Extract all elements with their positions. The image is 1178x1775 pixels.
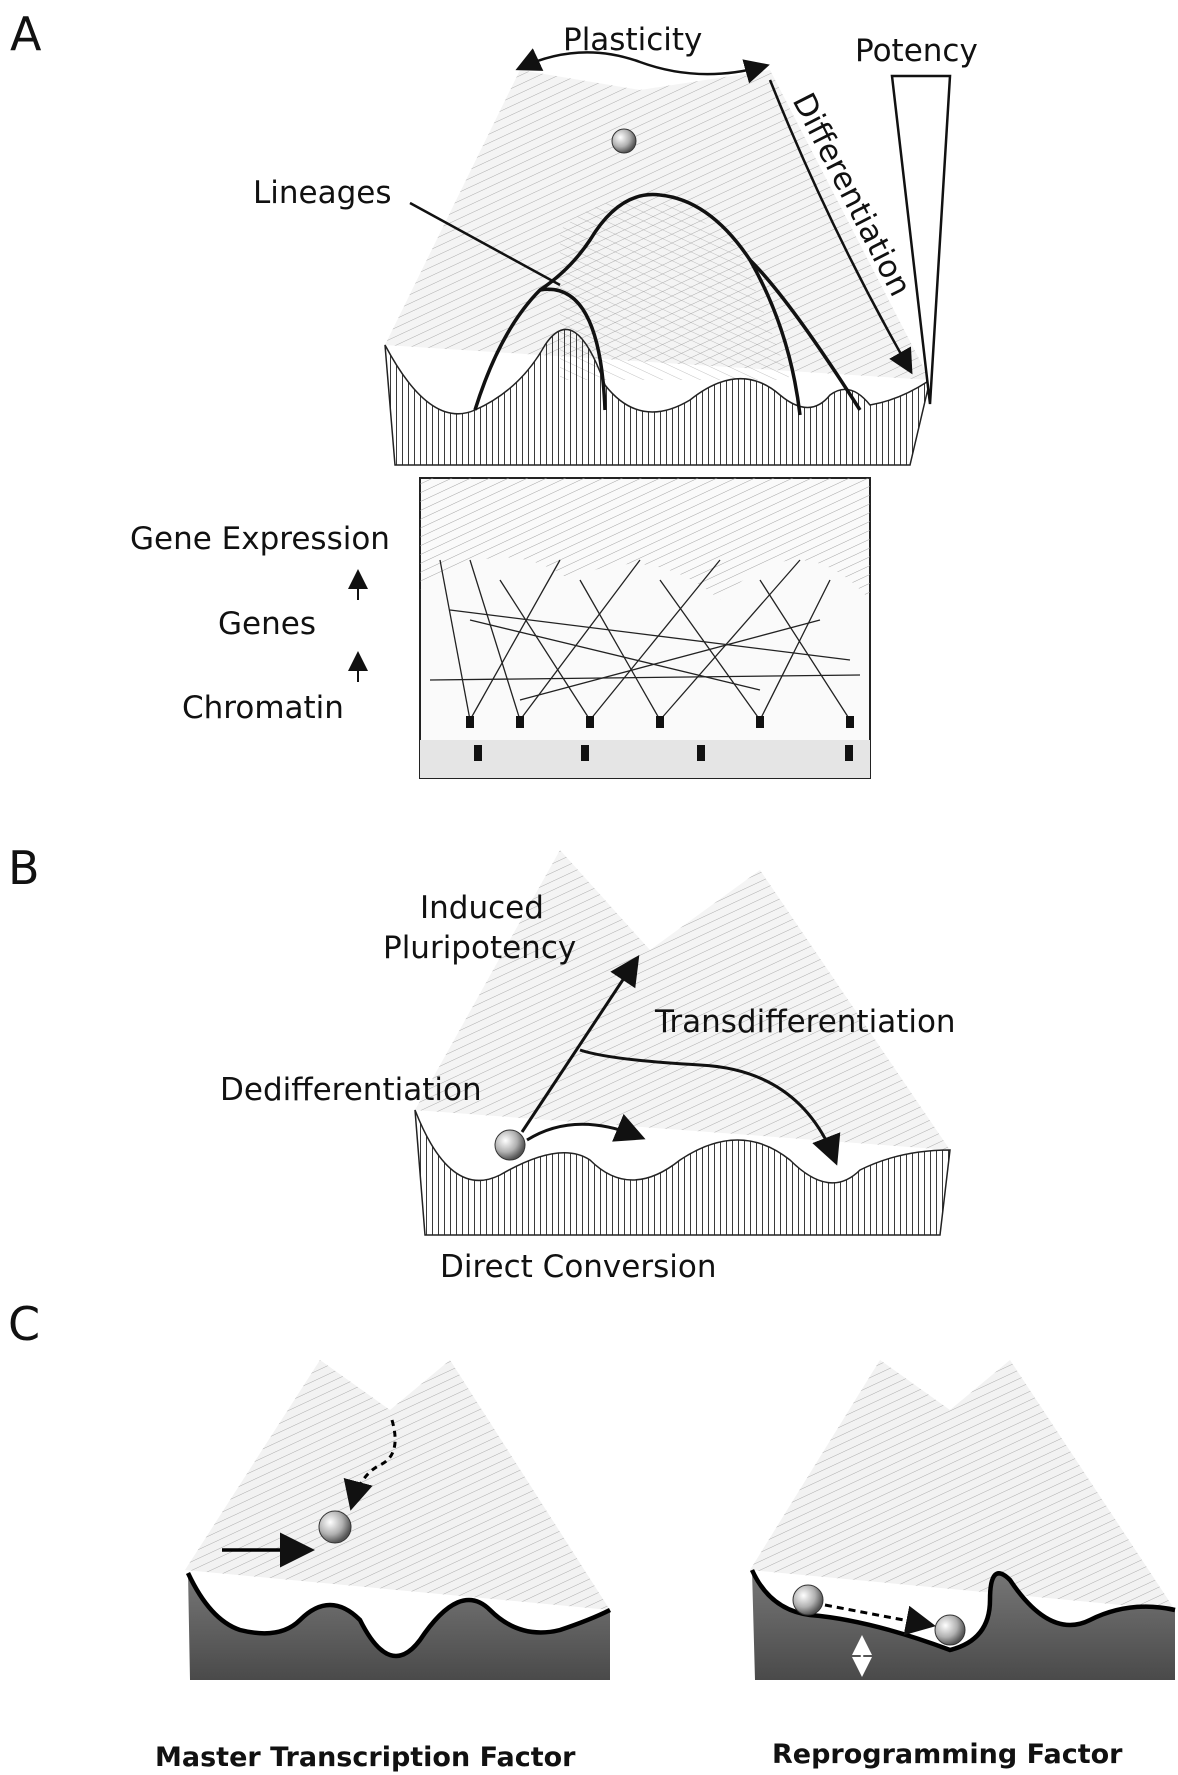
panel-a-letter: A (10, 7, 42, 61)
gene-expression-label: Gene Expression (130, 521, 390, 557)
gene-network-box (420, 478, 870, 778)
cell-ball-c-right-start (793, 1585, 823, 1615)
waddington-landscape-a (385, 70, 930, 465)
panel-c: C Master Transcription Factor Reprogramm… (8, 1297, 1175, 1773)
transdifferentiation-label: Transdifferentiation (654, 1004, 956, 1040)
panel-b-letter: B (8, 841, 40, 895)
chromatin-label: Chromatin (182, 690, 344, 726)
potency-label: Potency (855, 33, 978, 69)
direct-conversion-label: Direct Conversion (440, 1249, 716, 1285)
landscape-c-left (185, 1360, 610, 1680)
panel-c-letter: C (8, 1297, 40, 1351)
plasticity-label: Plasticity (563, 22, 702, 58)
cell-ball-c-left (319, 1511, 351, 1543)
induced-label: Induced (420, 890, 544, 926)
panel-b: B Induced Pluripotency Transdifferentiat… (8, 841, 956, 1285)
cell-ball-b (495, 1130, 525, 1160)
panel-a: A Plasticity Differentiation Potency Lin… (10, 7, 978, 778)
dedifferentiation-label: Dedifferentiation (220, 1072, 482, 1108)
genes-label: Genes (218, 606, 316, 642)
reprogramming-factor-caption: Reprogramming Factor (772, 1739, 1123, 1770)
cell-ball-c-right-end (935, 1615, 965, 1645)
master-tf-caption: Master Transcription Factor (155, 1742, 576, 1773)
pluripotency-label: Pluripotency (383, 930, 576, 966)
lineages-label: Lineages (253, 175, 392, 211)
cell-ball-a (612, 129, 636, 153)
landscape-c-right (750, 1360, 1175, 1680)
